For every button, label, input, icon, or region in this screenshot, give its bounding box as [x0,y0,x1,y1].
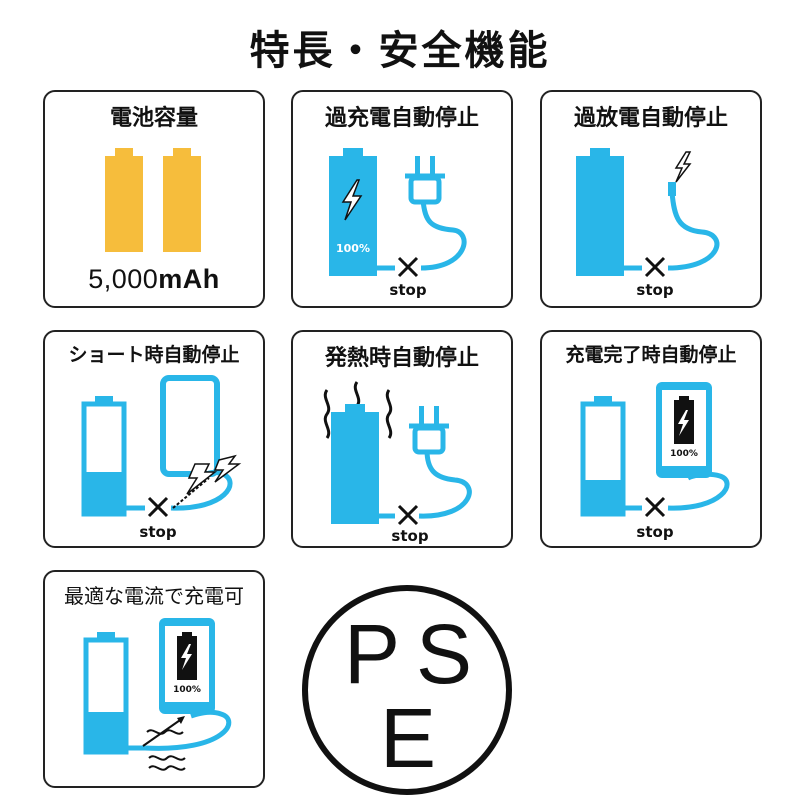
card-title: 電池容量 [109,106,198,131]
feature-card-capacity: 電池容量 5,000mAh [43,90,265,308]
stop-label: stop [391,527,428,545]
feature-card-overcharge: 過充電自動停止 100% stop [291,90,513,308]
stop-label: stop [139,523,176,541]
pse-mark: P S E [300,583,514,797]
pse-letter-p: P [344,607,400,701]
battery-phone-full-icon: 100% stop [580,382,730,541]
twin-battery-icon [105,148,201,252]
battery-plug-icon: 100% stop [329,148,467,299]
card-title: 充電完了時自動停止 [565,344,737,366]
hot-battery-plug-icon: stop [323,381,472,545]
card-title: 過充電自動停止 [324,106,479,131]
feature-card-short: ショート時自動停止 stop [43,330,265,548]
battery-cable-icon: stop [576,148,720,299]
pse-letter-s: S [416,607,472,701]
pse-letter-e: E [380,691,436,785]
battery-phone-spark-icon: stop [81,375,242,541]
feature-card-optimal: 最適な電流で充電可 100% [43,570,265,788]
capacity-value: 5,000mAh [88,264,220,294]
card-title: ショート時自動停止 [68,344,240,366]
stop-label: stop [636,523,673,541]
card-title: 発熱時自動停止 [324,346,479,371]
card-title: 過放電自動停止 [573,106,728,131]
page-title: 特長・安全機能 [249,28,551,74]
pse-mark-icon: P S E [302,585,512,795]
feature-card-heat: 発熱時自動停止 stop [291,330,513,548]
feature-card-overdischarge: 過放電自動停止 stop [540,90,762,308]
card-title: 最適な電流で充電可 [64,584,244,608]
battery-phone-current-icon: 100% [83,618,232,771]
stop-label: stop [389,281,426,299]
percent-label: 100% [173,685,201,695]
percent-label: 100% [336,242,370,255]
percent-label: 100% [670,449,698,459]
feature-card-full: 充電完了時自動停止 100% stop [540,330,762,548]
stop-label: stop [636,281,673,299]
